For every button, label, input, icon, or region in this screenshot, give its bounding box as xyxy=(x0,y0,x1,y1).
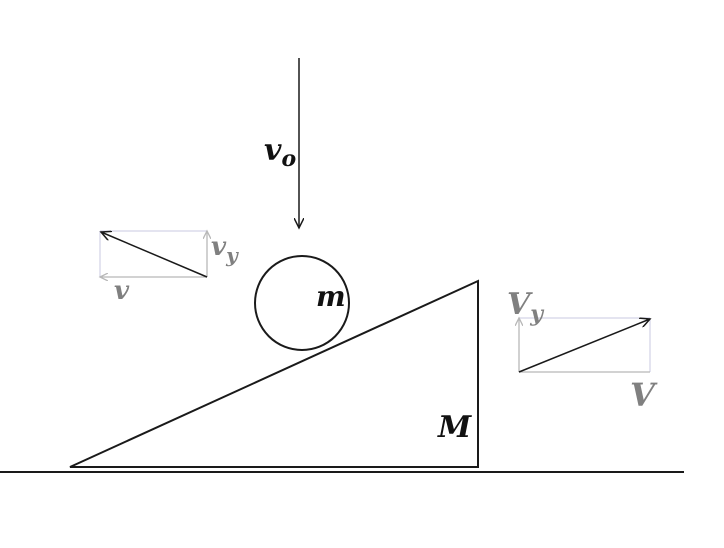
wedge-velocity-resultant xyxy=(518,319,650,373)
wedge xyxy=(69,279,479,468)
ball-velocity-vector: v vy xyxy=(100,231,239,306)
ball-velocity-y-label: vy xyxy=(211,232,239,267)
wedge-velocity-vector: Vy V xyxy=(507,287,658,414)
ball-velocity-y-symbol: v xyxy=(211,232,227,262)
ball xyxy=(254,255,350,351)
wedge-velocity-y-label: Vy xyxy=(507,287,545,327)
ball-velocity-x-label: v xyxy=(114,276,130,306)
initial-velocity-symbol: v xyxy=(264,133,282,168)
initial-velocity-subscript: o xyxy=(281,146,296,172)
wedge-velocity-x-label: V xyxy=(630,376,658,414)
wedge-velocity-y-symbol: V xyxy=(507,287,533,322)
ball-velocity-y-subscript: y xyxy=(225,243,239,267)
ball-mass-label: m xyxy=(316,280,346,313)
wedge-velocity-y-subscript: y xyxy=(529,301,545,327)
wedge-mass-label: M xyxy=(437,410,472,445)
initial-velocity-label: vo xyxy=(264,133,296,172)
ball-velocity-resultant xyxy=(101,232,208,278)
